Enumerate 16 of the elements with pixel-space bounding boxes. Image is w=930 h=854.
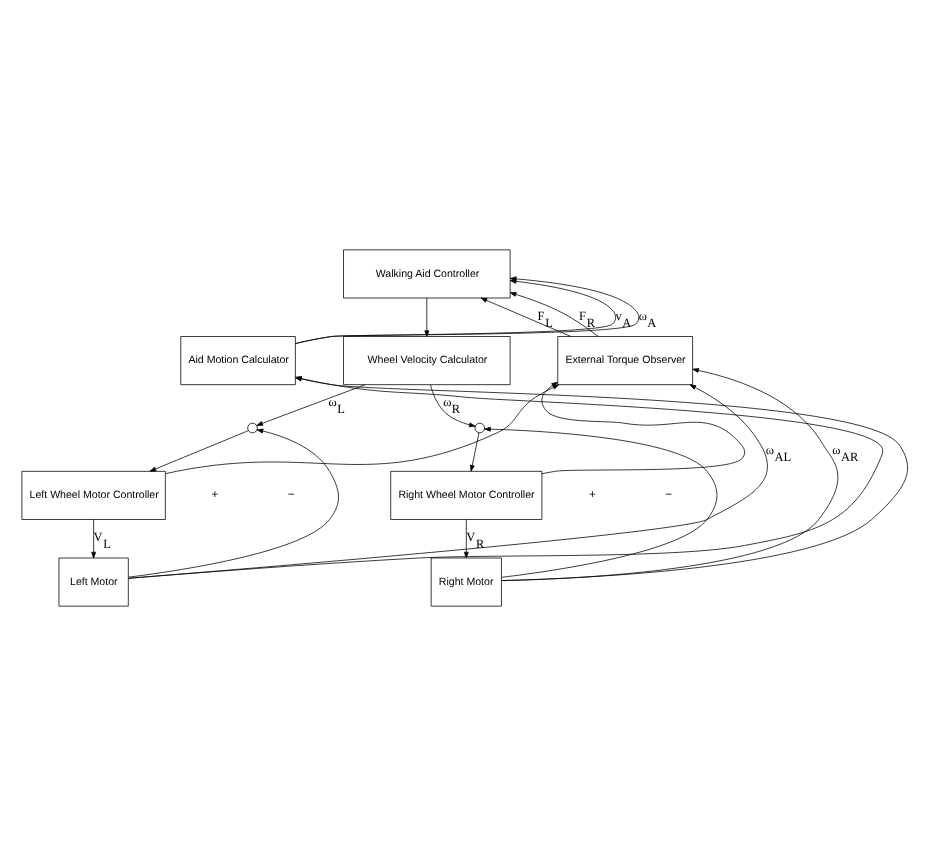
arrow — [128, 383, 768, 578]
arrow — [91, 518, 97, 558]
arrow — [480, 296, 572, 336]
arrow — [430, 383, 476, 427]
arrow — [424, 296, 430, 336]
arrow — [149, 429, 249, 471]
arrow — [469, 431, 480, 471]
node-circle — [247, 421, 258, 433]
arrow — [484, 425, 718, 577]
arrow — [463, 518, 469, 558]
arrow — [509, 291, 599, 336]
node-circle — [474, 421, 485, 433]
arrow — [256, 383, 366, 425]
arrow — [165, 383, 560, 473]
arrow — [541, 380, 746, 474]
arrow — [128, 427, 339, 577]
